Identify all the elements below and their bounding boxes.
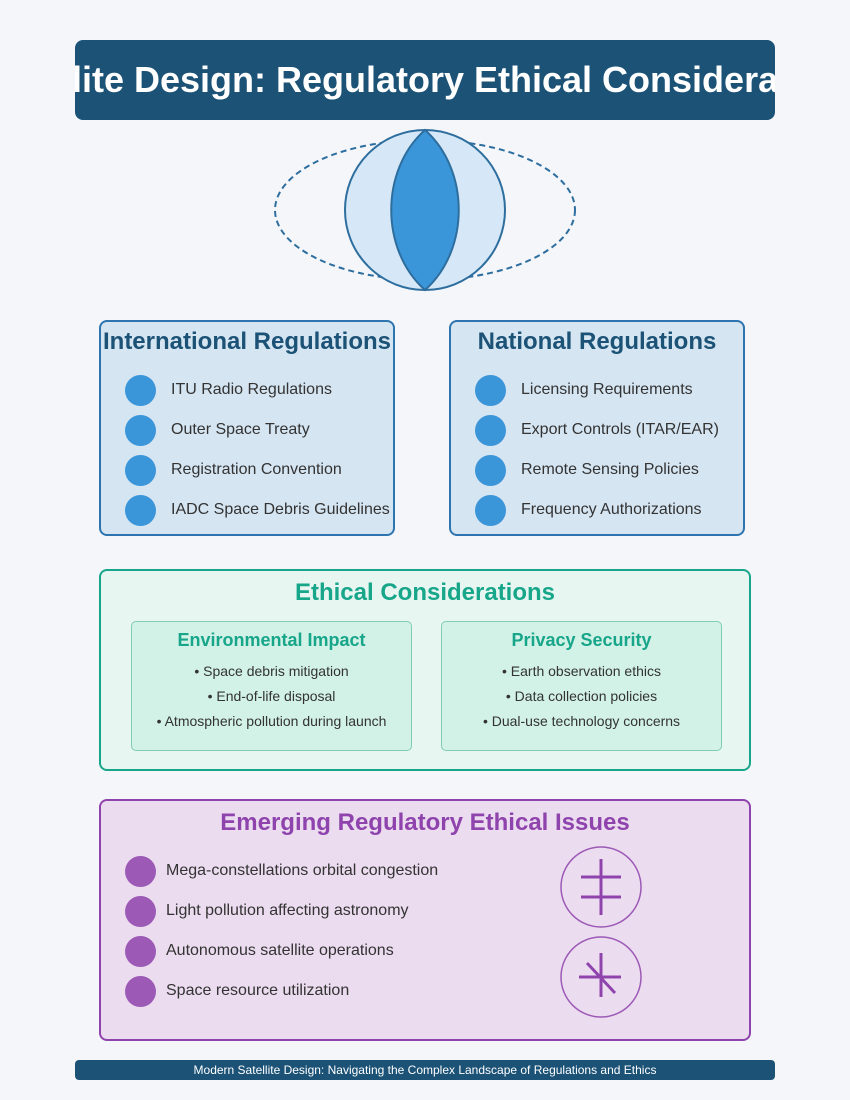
bullet-dot-icon (475, 454, 506, 486)
list-item-label: Licensing Requirements (521, 381, 693, 398)
list-item: Licensing Requirements (475, 370, 719, 410)
list-item-label: Registration Convention (171, 461, 342, 478)
bullet-dot-icon (475, 374, 506, 406)
national-regulations-panel: National Regulations Licensing Requireme… (449, 320, 745, 536)
title-banner: Satellite Design: Regulatory Ethical Con… (75, 40, 775, 120)
list-item: Registration Convention (125, 450, 390, 490)
list-item: Remote Sensing Policies (475, 450, 719, 490)
ethical-considerations-panel: Ethical Considerations Environmental Imp… (99, 569, 751, 771)
page-title: Satellite Design: Regulatory Ethical Con… (75, 59, 775, 100)
list-item-label: Space resource utilization (166, 982, 350, 999)
bullet-dot-icon (125, 975, 156, 1007)
environmental-impact-heading: Environmental Impact (177, 630, 366, 650)
bullet-dot-icon (125, 895, 156, 927)
bullet-dot-icon (125, 855, 156, 887)
list-item: • Atmospheric pollution during launch (156, 713, 387, 729)
list-item: Light pollution affecting astronomy (125, 891, 438, 931)
ethical-considerations-heading: Ethical Considerations (294, 579, 556, 606)
list-item: Space resource utilization (125, 971, 438, 1011)
list-item: • Data collection policies (505, 688, 658, 704)
national-regulations-list: Licensing Requirements Export Controls (… (475, 370, 719, 530)
footer: Modern Satellite Design: Navigating the … (75, 1060, 775, 1080)
bullet-dot-icon (125, 494, 156, 526)
list-item: • Earth observation ethics (502, 663, 661, 679)
environmental-impact-card: Environmental Impact • Space debris miti… (131, 621, 412, 751)
list-item-label: ITU Radio Regulations (171, 381, 332, 398)
international-regulations-heading: International Regulations (102, 328, 392, 355)
emerging-issues-list: Mega-constellations orbital congestion L… (125, 851, 438, 1011)
compass-cross-icon (560, 846, 642, 928)
emerging-issues-heading: Emerging Regulatory Ethical Issues (220, 809, 630, 836)
list-item: • Space debris mitigation (194, 663, 349, 679)
list-item-label: Light pollution affecting astronomy (166, 902, 409, 919)
list-item: • End-of-life disposal (207, 688, 336, 704)
list-item-label: Outer Space Treaty (171, 421, 310, 438)
list-item: Outer Space Treaty (125, 410, 390, 450)
asterisk-cross-icon (560, 936, 642, 1018)
national-regulations-heading: National Regulations (477, 328, 717, 355)
international-regulations-panel: International Regulations ITU Radio Regu… (99, 320, 395, 536)
bullet-dot-icon (125, 374, 156, 406)
list-item: Mega-constellations orbital congestion (125, 851, 438, 891)
list-item: Export Controls (ITAR/EAR) (475, 410, 719, 450)
bullet-dot-icon (125, 935, 156, 967)
list-item-label: Autonomous satellite operations (166, 942, 394, 959)
list-item-label: Export Controls (ITAR/EAR) (521, 421, 719, 438)
privacy-security-card: Privacy Security • Earth observation eth… (441, 621, 722, 751)
list-item: • Dual-use technology concerns (482, 713, 681, 729)
bullet-dot-icon (125, 414, 156, 446)
bullet-dot-icon (475, 494, 506, 526)
emerging-issues-panel: Emerging Regulatory Ethical Issues Mega-… (99, 799, 751, 1041)
satellite-orbit-icon (274, 128, 576, 292)
list-item-label: IADC Space Debris Guidelines (171, 501, 390, 518)
bullet-dot-icon (475, 414, 506, 446)
list-item: Frequency Authorizations (475, 490, 719, 530)
list-item: IADC Space Debris Guidelines (125, 490, 390, 530)
privacy-security-heading: Privacy Security (511, 630, 652, 650)
list-item-label: Remote Sensing Policies (521, 461, 699, 478)
international-regulations-list: ITU Radio Regulations Outer Space Treaty… (125, 370, 390, 530)
list-item-label: Frequency Authorizations (521, 501, 702, 518)
bullet-dot-icon (125, 454, 156, 486)
list-item: Autonomous satellite operations (125, 931, 438, 971)
list-item: ITU Radio Regulations (125, 370, 390, 410)
list-item-label: Mega-constellations orbital congestion (166, 862, 439, 879)
